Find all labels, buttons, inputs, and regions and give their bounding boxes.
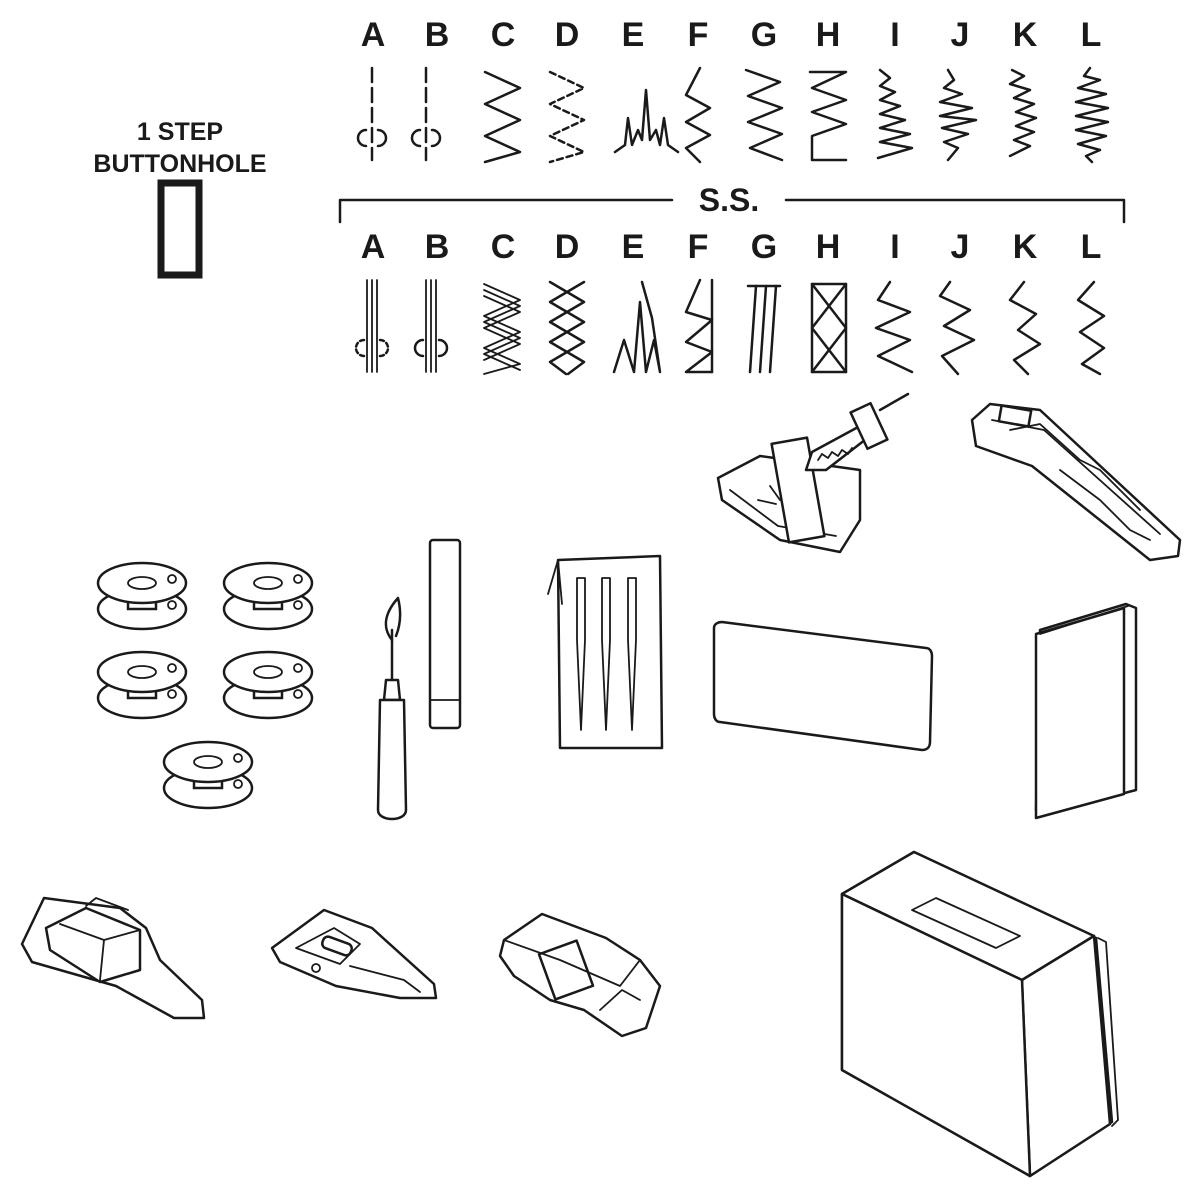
needle-pack-icon (547, 554, 664, 750)
buttonhole-foot-icon (716, 392, 910, 554)
stitch-stretch-overlock-4 (1076, 280, 1106, 376)
pattern-letter: C (491, 16, 516, 54)
stitch-zigzag (483, 70, 522, 164)
pattern-letter: H (816, 16, 841, 54)
stitch-square-zigzag (808, 70, 848, 162)
stitch-ricrac (684, 278, 714, 374)
pattern-letter: E (622, 228, 645, 266)
stitch-patterns-row1 (356, 66, 1110, 164)
dust-cover-icon (840, 850, 1119, 1178)
stitch-stretch-overlock-1 (874, 280, 914, 374)
buttonhole-block: 1 STEP BUTTONHOLE (93, 118, 267, 279)
pattern-letter: J (951, 16, 970, 54)
stitch-triple-straight-center (413, 279, 449, 373)
seam-ripper-icon (376, 596, 408, 821)
stitch-patterns-row2 (354, 278, 1106, 376)
pattern-letter: K (1013, 228, 1038, 266)
zipper-foot-icon (498, 912, 662, 1038)
instruction-manual-icon (1034, 602, 1138, 820)
pattern-letter: G (751, 228, 777, 266)
pattern-letters-row1: A B C D E F G H I J K L (361, 16, 1102, 54)
stitch-satin-oval (1074, 66, 1110, 164)
stitch-stretch-overlock-3 (1008, 280, 1042, 376)
pattern-letter: G (751, 16, 777, 54)
stitch-multi-zigzag (744, 68, 784, 162)
pattern-letter: D (555, 228, 580, 266)
stitch-stretch-blind (612, 280, 662, 374)
pattern-letter: I (890, 228, 899, 266)
pattern-letter: I (890, 16, 899, 54)
lint-brush-icon (428, 538, 462, 730)
buttonhole-label-line2: BUTTONHOLE (93, 150, 266, 178)
zigzag-foot-icon (270, 908, 438, 1000)
ss-label: S.S. (699, 182, 759, 218)
pattern-letter: D (555, 16, 580, 54)
stitch-stretch-overlock-2 (938, 280, 976, 376)
stitch-honeycomb (548, 280, 586, 376)
pattern-letter: A (361, 228, 386, 266)
cover-plate-icon (712, 620, 934, 752)
buttonhole-symbol (157, 179, 203, 279)
stitch-straight-center (410, 66, 442, 162)
stitch-three-step-zigzag (548, 70, 586, 164)
pattern-letter: C (491, 228, 516, 266)
auto-buttonhole-foot-icon (970, 402, 1182, 562)
overcasting-foot-icon (20, 896, 206, 1020)
stitch-triple-zigzag (483, 283, 521, 375)
pattern-letter: L (1081, 228, 1102, 266)
stitch-satin-diamond (938, 68, 978, 162)
pattern-letter: B (425, 228, 450, 266)
stitch-satin-ramp (876, 68, 914, 160)
pattern-letter: J (951, 228, 970, 266)
pattern-letter: A (361, 16, 386, 54)
pattern-letter: F (688, 228, 709, 266)
pattern-letter: B (425, 16, 450, 54)
pattern-letters-row2: A B C D E F G H I J K L (361, 228, 1102, 266)
stitch-feather (810, 282, 848, 374)
pattern-letter: F (688, 16, 709, 54)
pattern-letter: K (1013, 16, 1038, 54)
stitch-blind-hem (613, 88, 680, 154)
stitch-triple-straight-left (354, 279, 390, 373)
pattern-letter: L (1081, 16, 1102, 54)
ss-bracket: S.S. (338, 182, 1126, 224)
bobbins-icon (96, 561, 314, 810)
pattern-letter: E (622, 16, 645, 54)
pattern-letter: H (816, 228, 841, 266)
stitch-straight-left (356, 66, 388, 162)
stitch-satin-crescent (1008, 68, 1038, 158)
stitch-elastic-blind (684, 66, 712, 164)
buttonhole-label-line1: 1 STEP (137, 118, 223, 146)
stitch-overlock (746, 284, 782, 374)
